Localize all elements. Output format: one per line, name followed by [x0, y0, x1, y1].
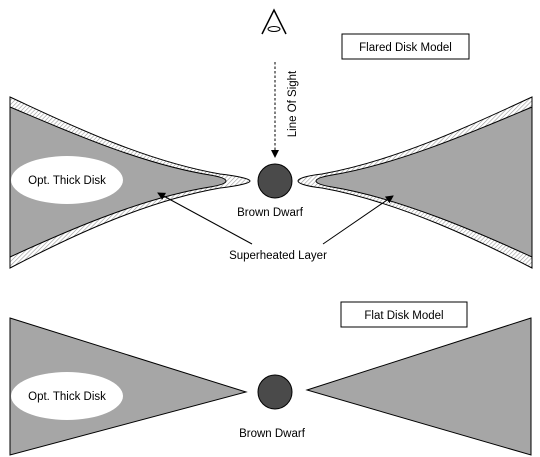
- flared-disk-label-ellipse: [11, 156, 123, 204]
- superheated-pointer-right: [322, 195, 394, 245]
- right-flat-disk: [305, 317, 532, 456]
- line-of-sight-label: Line Of Sight: [287, 70, 299, 137]
- flared-brown-dwarf: [257, 163, 293, 199]
- flat-brown-dwarf-label: Brown Dwarf: [239, 428, 306, 440]
- flared-model-title-box: [341, 33, 470, 60]
- flat-disk-label: Opt. Thick Disk: [28, 391, 106, 403]
- flared-disk-model: Opt. Thick Disk Brown Dwarf Line Of Sigh…: [9, 8, 533, 269]
- flared-model-title: Flared Disk Model: [359, 42, 452, 54]
- flat-model-title: Flat Disk Model: [364, 310, 443, 322]
- superheated-pointer-left: [157, 192, 253, 245]
- flat-model-title-box: [340, 301, 468, 328]
- flared-disk-label: Opt. Thick Disk: [28, 175, 106, 187]
- left-flat-disk: [9, 317, 248, 456]
- flared-brown-dwarf-label: Brown Dwarf: [237, 207, 304, 219]
- flat-disk-label-ellipse: [11, 372, 123, 420]
- superheated-layer-label: Superheated Layer: [229, 250, 327, 262]
- eye-icon: [261, 8, 287, 35]
- right-flared-disk-interior: [315, 106, 533, 258]
- flat-brown-dwarf: [257, 374, 293, 410]
- flat-disk-model: Opt. Thick Disk Brown Dwarf Flat Disk Mo…: [9, 301, 532, 456]
